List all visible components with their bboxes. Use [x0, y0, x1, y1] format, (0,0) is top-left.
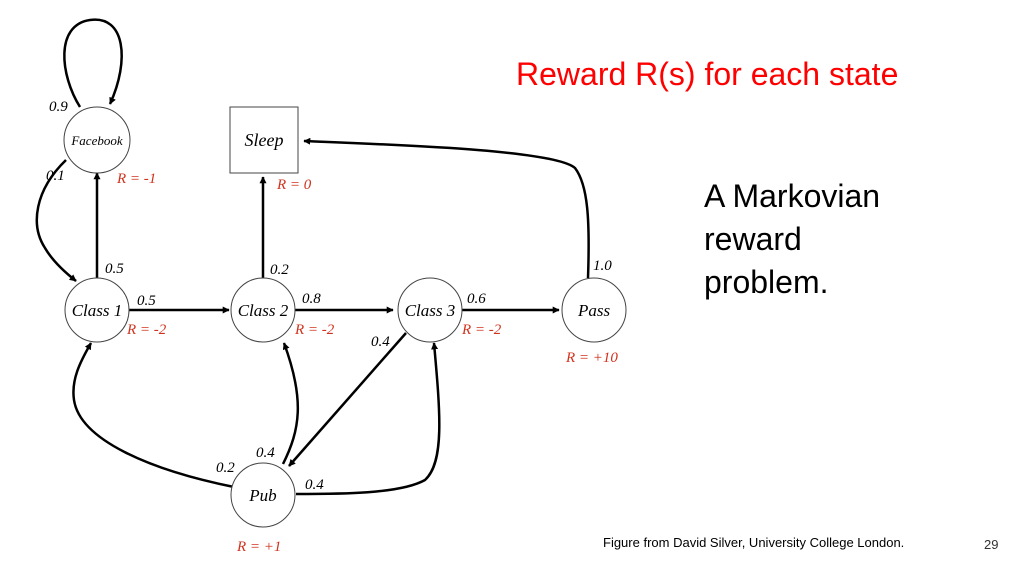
prob-pass-sleep: 1.0 [593, 258, 612, 274]
class1-reward: R = -2 [126, 322, 167, 338]
pub-reward: R = +1 [236, 539, 281, 555]
prob-class3-pub: 0.4 [371, 334, 390, 350]
facebook-node [63, 106, 131, 174]
body-line: A Markovian [704, 178, 881, 214]
pub-node [230, 462, 296, 528]
class1-label: Class 1 [72, 301, 123, 320]
sleep-node [229, 106, 299, 174]
facebook-reward: R = -1 [116, 171, 156, 187]
class3-label: Class 3 [405, 301, 456, 320]
class3-node [397, 277, 463, 343]
sleep-reward: R = 0 [276, 177, 312, 193]
class2-reward: R = -2 [294, 322, 335, 338]
edge-facebook-self [63, 18, 123, 108]
class2-node [230, 277, 296, 343]
edge-pub-class1 [72, 342, 235, 489]
prob-class2-class3: 0.8 [302, 291, 321, 307]
prob-class1-class2: 0.5 [137, 293, 156, 309]
body-line: reward [704, 221, 802, 257]
prob-class1-facebook: 0.5 [105, 261, 124, 277]
slide-title: Reward R(s) for each state [516, 56, 899, 92]
facebook-label: Facebook [70, 133, 122, 148]
edge-pub-class2 [281, 342, 299, 465]
prob-pub-class2: 0.4 [256, 445, 275, 461]
prob-facebook-self: 0.9 [49, 99, 68, 115]
class1-node [64, 277, 130, 343]
prob-class2-sleep: 0.2 [270, 262, 289, 278]
figure-caption: Figure from David Silver, University Col… [603, 535, 905, 550]
edge-pub-class3 [295, 342, 441, 496]
edge-class3-pub [288, 332, 407, 467]
pass-reward: R = +10 [565, 350, 618, 366]
edge-pass-sleep [303, 137, 590, 279]
prob-pub-class3: 0.4 [305, 477, 324, 493]
prob-facebook-class1: 0.1 [46, 168, 65, 184]
sleep-label: Sleep [245, 130, 284, 150]
body-line: problem. [704, 264, 829, 300]
edge-facebook-class1 [35, 159, 77, 282]
prob-class3-pass: 0.6 [467, 291, 486, 307]
prob-pub-class1: 0.2 [216, 460, 235, 476]
class2-label: Class 2 [238, 301, 289, 320]
slide-body-text: A Markovian reward problem. [704, 175, 934, 304]
pass-label: Pass [577, 301, 611, 320]
pub-label: Pub [248, 486, 276, 505]
pass-node [561, 277, 627, 343]
page-number: 29 [984, 537, 999, 552]
class3-reward: R = -2 [461, 322, 502, 338]
